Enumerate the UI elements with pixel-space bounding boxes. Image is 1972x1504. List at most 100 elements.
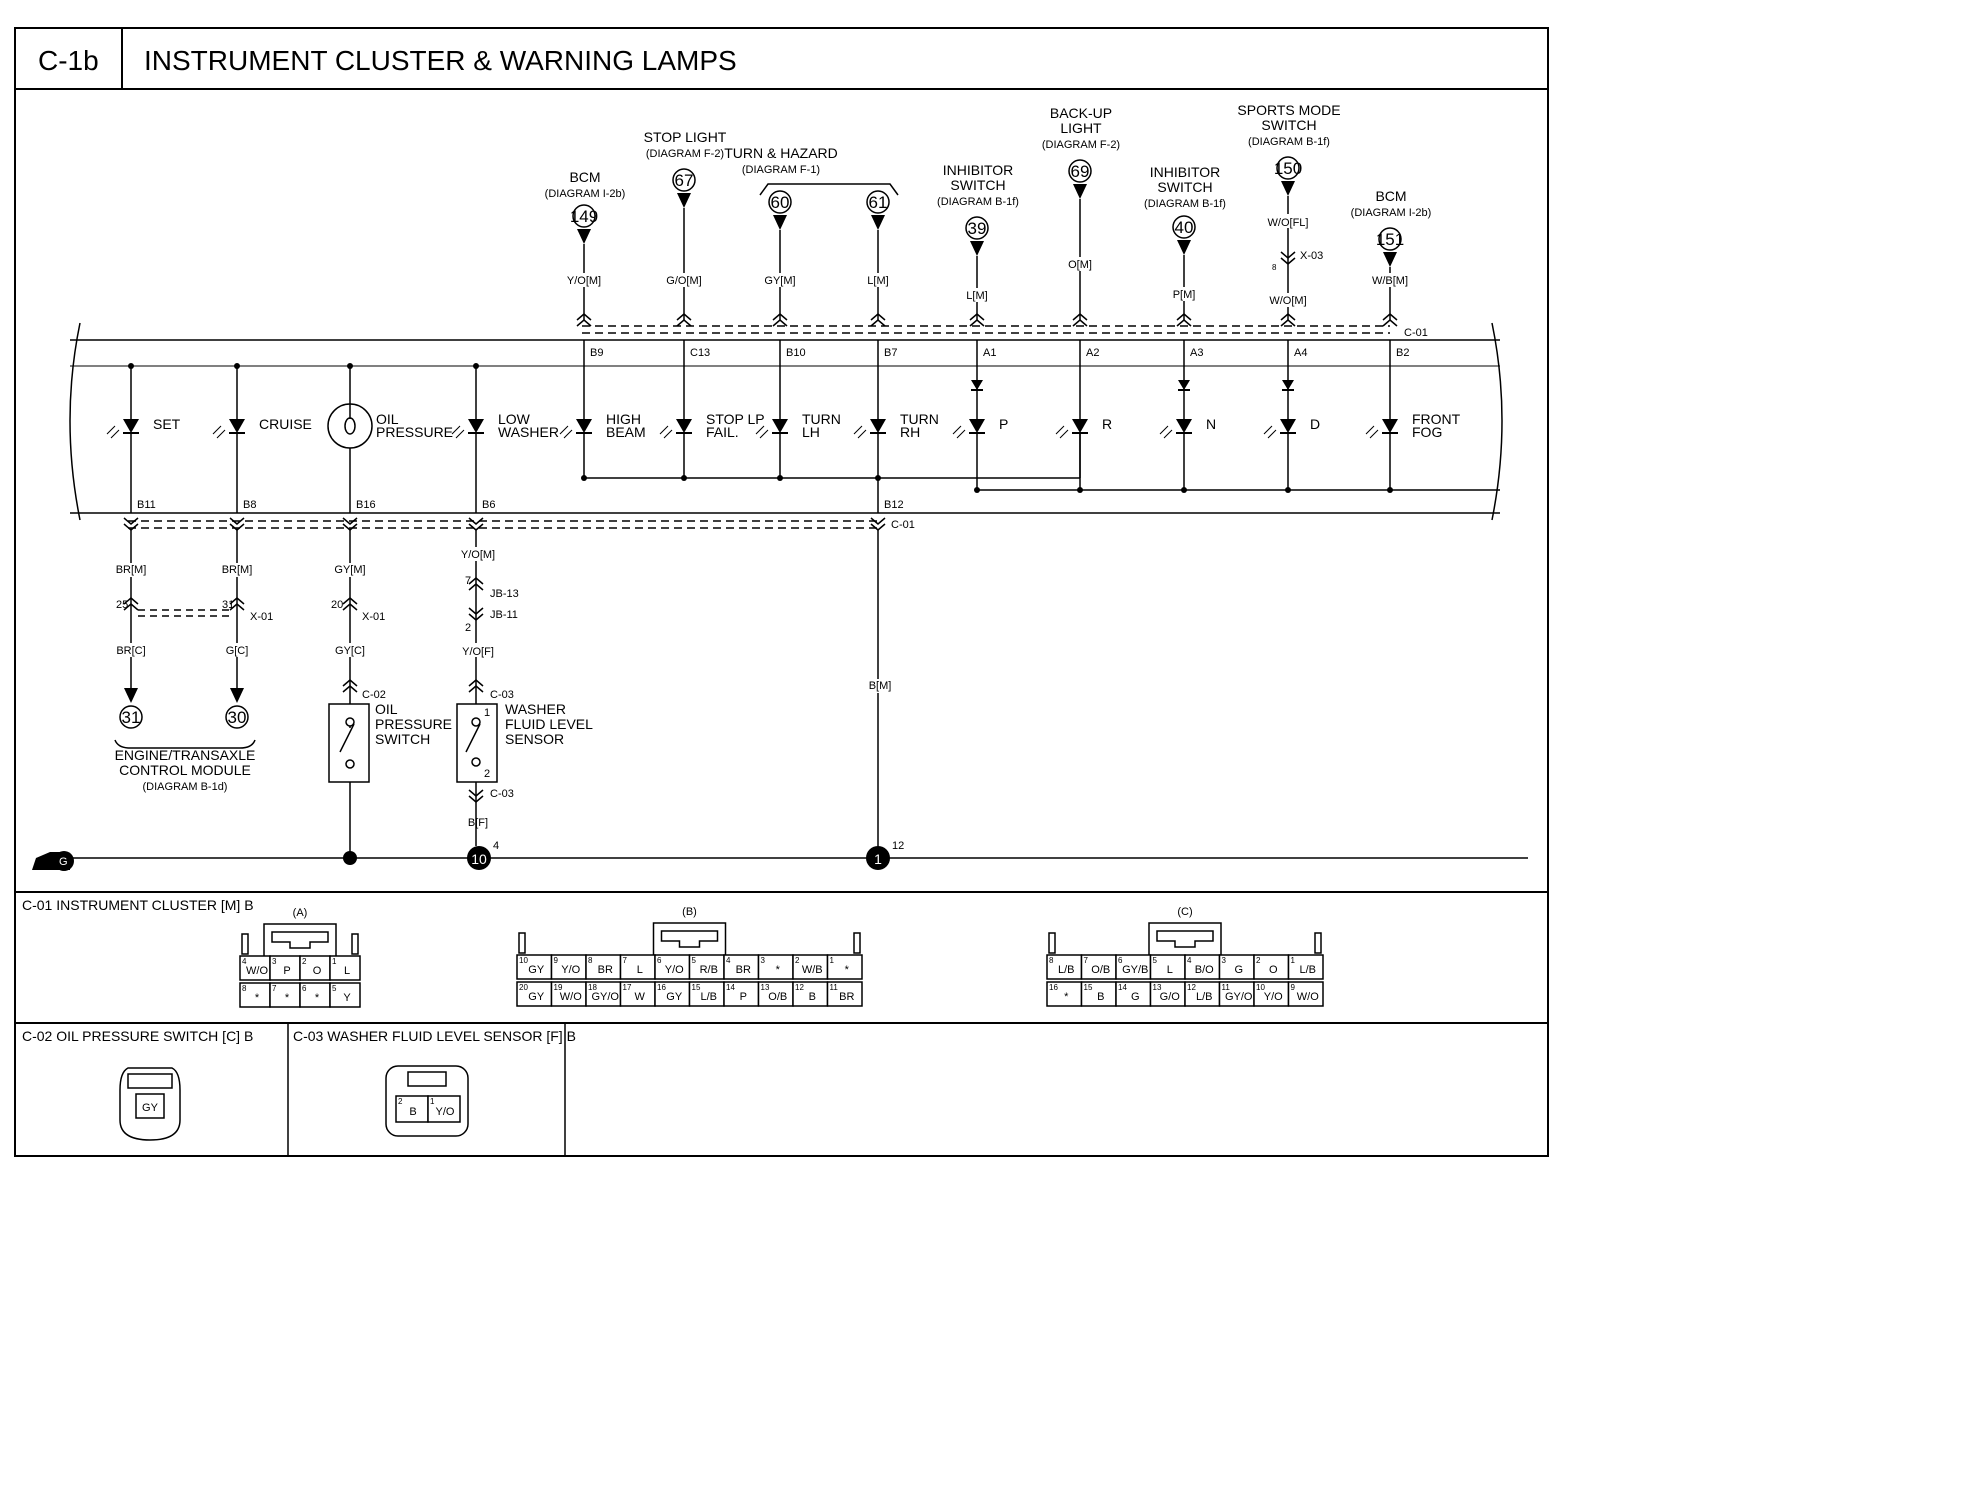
connector-a-guide-post: [241, 933, 249, 955]
connector-c-guide-post: [1314, 932, 1322, 954]
connector-b-pin-cavity: [757, 981, 794, 1007]
cluster-pin: B10: [786, 347, 806, 359]
ground-1-label: 1: [874, 851, 882, 867]
connector-c-pin-wire: L/B: [1299, 964, 1316, 976]
jb-pin: 2: [465, 622, 471, 634]
c03-housing: [385, 1065, 469, 1137]
connector-c-pin-wire: *: [1064, 991, 1069, 1003]
c01-top-chevron: [676, 319, 692, 327]
x01-connector-label: X-01: [362, 611, 385, 623]
cluster-bottom-pin: B6: [482, 499, 495, 511]
wire-label-bg: [1160, 287, 1208, 301]
source-wire-color: P[M]: [1173, 289, 1196, 301]
connector-b-pin-number: 12: [795, 983, 804, 992]
c03-pin-wire: B: [409, 1106, 416, 1118]
module-label: ENGINE/TRANSAXLE: [115, 747, 256, 763]
cluster-bottom-pin: B8: [243, 499, 256, 511]
oil-lamp-filament-icon: [344, 417, 356, 435]
switch-contact: [471, 757, 481, 767]
lamp-label: BEAM: [606, 424, 646, 440]
source-wire-color: L[M]: [966, 290, 987, 302]
source-wire-color: Y/O[M]: [567, 275, 601, 287]
source-circuit-ring: [866, 190, 890, 214]
source-circuit-ring: [1172, 215, 1196, 239]
x01-chevron: [229, 603, 245, 611]
x03-inline-chevron: [1280, 257, 1296, 265]
x03-connector-label: X-03: [1300, 250, 1323, 262]
c01-top-chevron: [1280, 313, 1296, 321]
jb13-chevron: [468, 583, 484, 591]
c02-pin-cavity: [135, 1093, 165, 1119]
source-name: (DIAGRAM B-1f): [1248, 136, 1330, 148]
connector-c-lock-tab: [1156, 930, 1214, 948]
connector-b-pin-number: 8: [588, 956, 593, 965]
wire-label-bg: [756, 273, 804, 287]
lamp-label: P: [999, 416, 1008, 432]
c03-bottom-chevron: [468, 789, 484, 797]
connector-c-pin-number: 7: [1084, 956, 1089, 965]
connector-b-pin-wire: BR: [839, 991, 854, 1003]
source-name: SWITCH: [1261, 117, 1316, 133]
source-name: LIGHT: [1060, 120, 1102, 136]
connector-b-pin-number: 16: [657, 983, 666, 992]
source-circuit-ring: [1068, 159, 1092, 183]
source-arrow-icon: [1281, 181, 1295, 196]
source-name: STOP LIGHT: [644, 129, 727, 145]
wire-label-bg: [854, 273, 902, 287]
connector-b-pin-wire: BR: [598, 964, 613, 976]
c01-top-chevron: [576, 313, 592, 321]
diagram-code: C-1b: [38, 45, 99, 76]
blocking-diode-icon: [1178, 380, 1190, 390]
ground-10-icon: [467, 846, 491, 870]
connector-b-pin-wire: W/B: [802, 964, 823, 976]
c02-housing: [119, 1067, 181, 1141]
source-arrow-icon: [1177, 240, 1191, 255]
connector-b-pin-wire: R/B: [700, 964, 718, 976]
c01-bottom-chevron: [468, 517, 484, 525]
connector-c-pin-cavity: [1287, 954, 1324, 980]
sensor-pin: 1: [484, 707, 490, 719]
module-label: (DIAGRAM B-1d): [143, 781, 228, 793]
connector-c-pin-number: 3: [1222, 956, 1227, 965]
wire-color: Y/O[F]: [462, 646, 494, 658]
cluster-pin: B7: [884, 347, 897, 359]
wire-label-bg: [1366, 273, 1414, 287]
lamp-label: D: [1310, 416, 1320, 432]
lamp-7-diode-icon: [870, 419, 886, 433]
junction-dot: [128, 363, 134, 369]
connector-a-pin-number: 6: [302, 984, 307, 993]
connector-c-pin-wire: B/O: [1195, 964, 1214, 976]
jb13-label: JB-13: [490, 588, 519, 600]
source-circuit: 61: [869, 193, 888, 212]
cluster-bottom-pin: B12: [884, 499, 904, 511]
source-name: (DIAGRAM F-1): [742, 164, 820, 176]
module-circuit: 31: [122, 708, 141, 727]
connector-b-pin-number: 5: [692, 956, 697, 965]
connector-b-guide-post: [518, 932, 526, 954]
connector-b-pin-cavity: [619, 981, 656, 1007]
turn-hazard-bracket: [759, 183, 899, 196]
source-arrow-icon: [773, 215, 787, 230]
c01-top-chevron: [1176, 313, 1192, 321]
connector-b-pin-cavity: [688, 954, 725, 980]
x01-connector-label: X-01: [250, 611, 273, 623]
wire-color: Y/O[M]: [461, 549, 495, 561]
c03-latch: [407, 1071, 447, 1087]
connector-b-lock-tab: [660, 930, 719, 948]
connector-b-pin-number: 9: [554, 956, 559, 965]
connector-c-pin-wire: B: [1097, 991, 1104, 1003]
c02-section-title: C-02 OIL PRESSURE SWITCH [C] B: [22, 1028, 253, 1044]
connector-b-pin-cavity: [826, 981, 863, 1007]
connector-a-pin-cavity: [239, 955, 271, 981]
source-circuit-ring: [965, 216, 989, 240]
lamp-label: SET: [153, 416, 181, 432]
x01-pin: 20: [331, 599, 343, 611]
c01-top-chevron: [772, 319, 788, 327]
connector-a-pin-cavity: [299, 982, 331, 1008]
connector-c-pin-cavity: [1149, 954, 1186, 980]
c01-top-chevron: [576, 319, 592, 327]
c01-top-chevron: [676, 313, 692, 321]
lamp-11-diode-icon: [1280, 419, 1296, 433]
